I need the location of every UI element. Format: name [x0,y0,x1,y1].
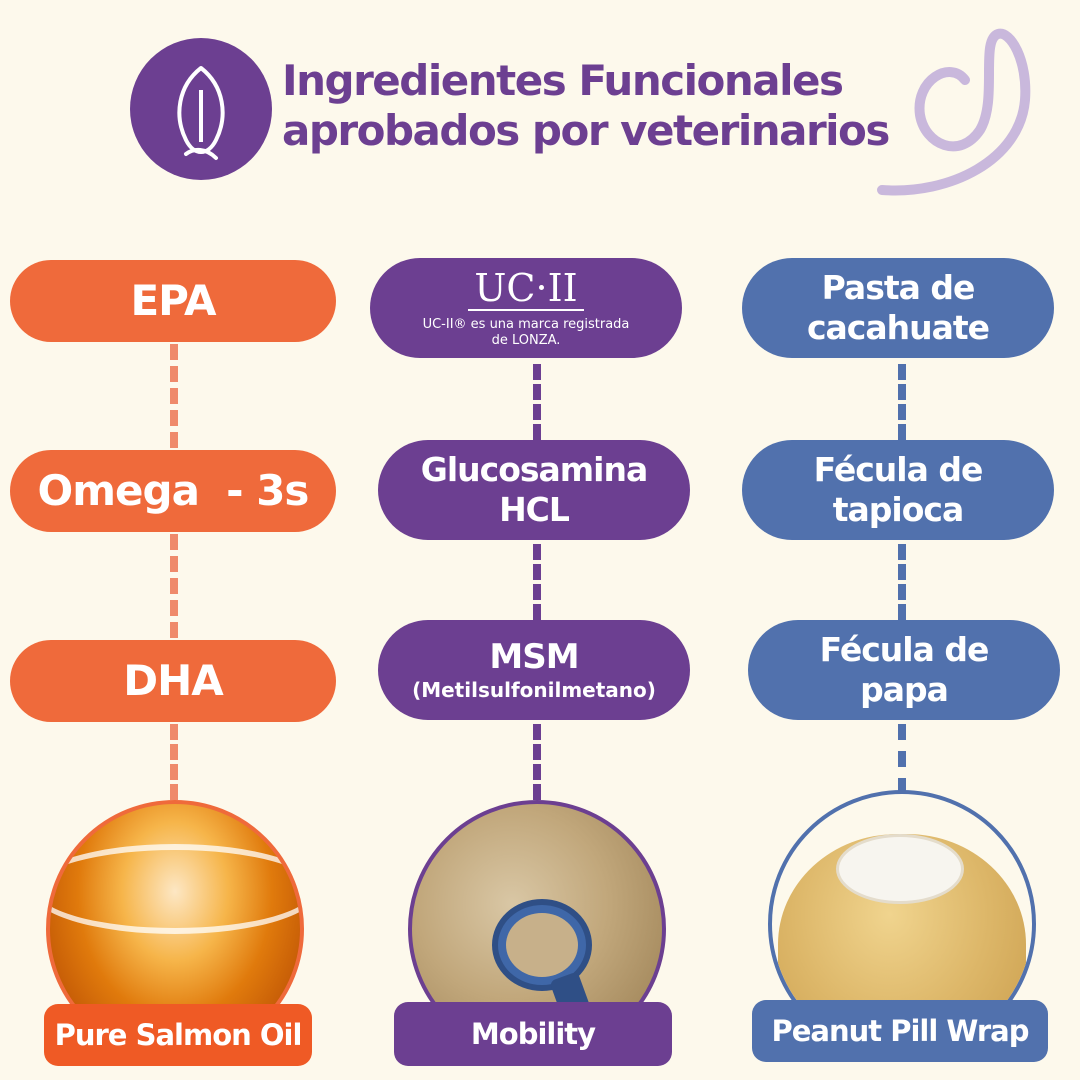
title-line-2: aprobados por veterinarios [282,106,890,155]
pasta-line-2: cacahuate [806,308,990,347]
connector-line [533,544,541,620]
oil-bowl-rim [50,844,300,934]
product-label-peanut-pill-wrap: Peanut Pill Wrap [752,1000,1048,1062]
header-badge [130,38,272,180]
ingredient-glucosamina-hcl: Glucosamina HCL [378,440,690,540]
ingredient-uc-ii: UC·II UC-II® es una marca registrada de … [370,258,682,358]
tapioca-line-2: tapioca [832,490,964,529]
msm-line-1: MSM [489,637,579,677]
mobility-powder-image [408,800,666,1058]
connector-line [533,364,541,440]
uc-ii-note-line-1: UC-II® es una marca registrada [422,316,630,332]
page-title: Ingredientes Funcionales aprobados por v… [282,56,890,156]
uc-ii-note-line-2: de LONZA. [491,332,561,348]
connector-line [170,534,178,638]
product-label-pure-salmon-oil: Pure Salmon Oil [44,1004,312,1066]
connector-line [898,364,906,440]
ingredient-fecula-de-papa: Fécula de papa [748,620,1060,720]
ingredient-fecula-de-tapioca: Fécula de tapioca [742,440,1054,540]
ingredient-pasta-de-cacahuate: Pasta de cacahuate [742,258,1054,358]
papa-line-1: Fécula de [819,630,990,669]
papa-line-2: papa [860,670,949,709]
uc-ii-logo: UC·II [468,269,584,311]
connector-line [170,724,178,800]
tapioca-line-1: Fécula de [813,450,984,489]
msm-line-2: (Metilsulfonilmetano) [412,678,656,702]
connector-line [898,724,906,794]
connector-line [170,344,178,448]
ingredient-omega-3s: Omega - 3s [10,450,336,532]
decorative-swirl [877,28,1031,196]
product-label-mobility: Mobility [394,1002,672,1066]
title-line-1: Ingredientes Funcionales [282,56,844,105]
pasta-line-1: Pasta de [821,268,976,307]
connector-line [898,544,906,620]
ingredient-epa: EPA [10,260,336,342]
connector-line [533,724,541,800]
glucosamina-line-1: Glucosamina [420,450,648,489]
ingredient-msm: MSM (Metilsulfonilmetano) [378,620,690,720]
ingredient-dha: DHA [10,640,336,722]
measuring-scoop [492,899,592,991]
glucosamina-line-2: HCL [499,490,570,529]
leaf-icon [177,66,225,160]
pill-tablet [836,834,964,904]
